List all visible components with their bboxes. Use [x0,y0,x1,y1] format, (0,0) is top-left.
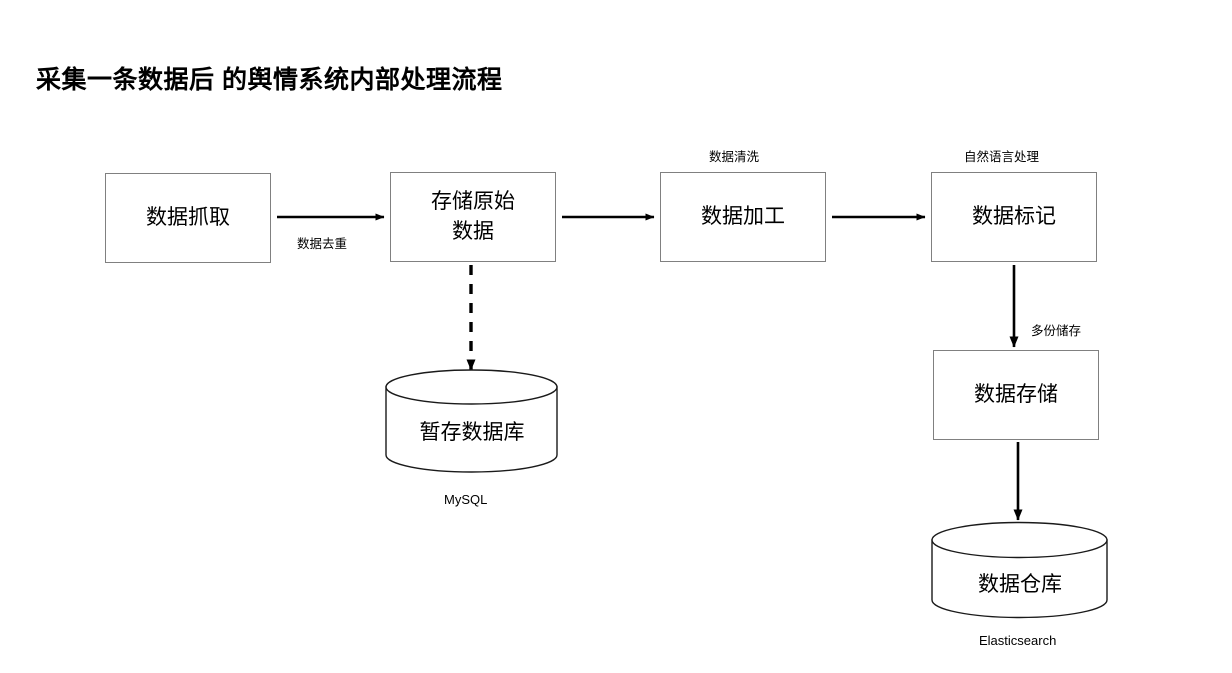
edge-label-multi-copy-storage: 多份储存 [1031,324,1082,338]
node-capture[interactable]: 数据抓取 [105,173,271,263]
edge-label-dedupe: 数据去重 [297,237,348,251]
node-temp-db-caption: MySQL [444,492,488,507]
cylinder-warehouse-shape [931,521,1108,619]
node-capture-label: 数据抓取 [146,205,230,229]
node-storage-label: 数据存储 [974,382,1058,406]
node-tag[interactable]: 数据标记 [931,172,1097,262]
node-process-caption: 数据清洗 [709,150,760,164]
node-warehouse-label: 数据仓库 [978,573,1062,596]
node-store-raw[interactable]: 存储原始 数据 [390,172,556,262]
node-process[interactable]: 数据加工 [660,172,826,262]
node-tag-caption: 自然语言处理 [964,150,1040,164]
node-warehouse[interactable]: 数据仓库 [932,522,1108,618]
cylinder-temp-db-shape [385,369,558,473]
node-store-raw-label: 存储原始 数据 [431,189,515,243]
node-temp-db[interactable]: 暂存数据库 [386,370,558,472]
node-temp-db-label: 暂存数据库 [419,421,525,444]
node-tag-label: 数据标记 [972,204,1056,228]
node-storage[interactable]: 数据存储 [933,350,1099,440]
node-warehouse-caption: Elasticsearch [979,633,1057,648]
page-title: 采集一条数据后 的舆情系统内部处理流程 [36,66,503,94]
node-process-label: 数据加工 [701,204,785,228]
